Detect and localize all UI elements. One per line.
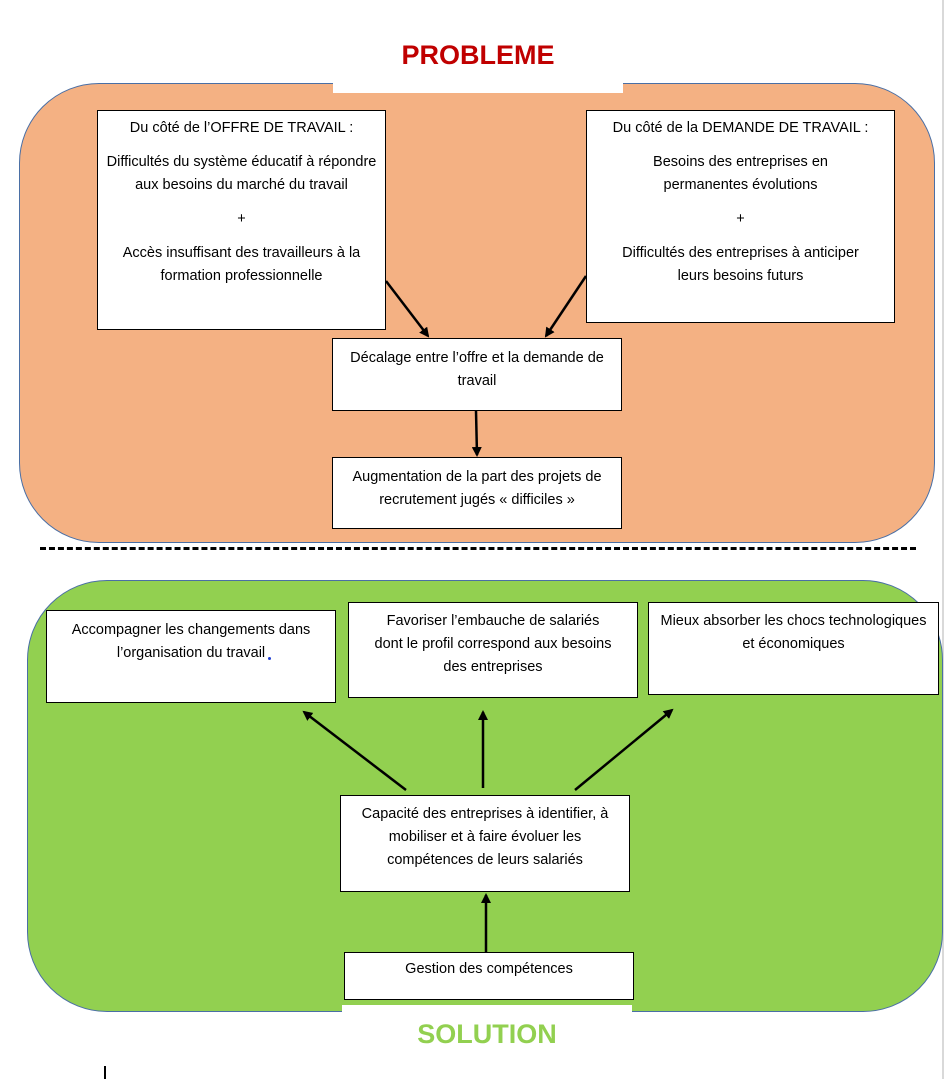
demande-de-travail-box: Du côté de la DEMANDE DE TRAVAIL : Besoi… <box>586 110 895 323</box>
demande-header: Du côté de la DEMANDE DE TRAVAIL : <box>612 120 869 136</box>
offre-plus: + <box>237 211 246 227</box>
outcome-embauche-box: Favoriser l’embauche de salariés dont le… <box>348 602 638 698</box>
page-edge-line <box>942 0 944 1079</box>
problem-title: PROBLEME <box>333 36 623 93</box>
offre-line-education: Difficultés du système éducatif à répond… <box>106 154 377 193</box>
demande-line-anticiper: Difficultés des entreprises à anticiper … <box>622 245 859 284</box>
gestion-competences-box: Gestion des compétences <box>344 952 634 1000</box>
offre-line-formation: Accès insuffisant des travailleurs à la … <box>122 245 361 284</box>
demande-line-besoins: Besoins des entreprises en permanentes é… <box>653 154 828 193</box>
outcome-organisation-box: Accompagner les changements dans l’organ… <box>46 610 336 703</box>
capacite-box: Capacité des entreprises à identifier, à… <box>340 795 630 892</box>
decalage-box: Décalage entre l’offre et la demande de … <box>332 338 622 411</box>
offre-de-travail-box: Du côté de l’OFFRE DE TRAVAIL : Difficul… <box>97 110 386 330</box>
text-cursor <box>104 1066 106 1079</box>
solution-title: SOLUTION <box>342 1005 632 1061</box>
text-marker-dot <box>268 657 271 660</box>
outcome-chocs-box: Mieux absorber les chocs technologiques … <box>648 602 939 695</box>
section-divider <box>40 547 916 550</box>
augmentation-box: Augmentation de la part des projets de r… <box>332 457 622 529</box>
demande-plus: + <box>736 211 745 227</box>
offre-header: Du côté de l’OFFRE DE TRAVAIL : <box>129 120 354 136</box>
